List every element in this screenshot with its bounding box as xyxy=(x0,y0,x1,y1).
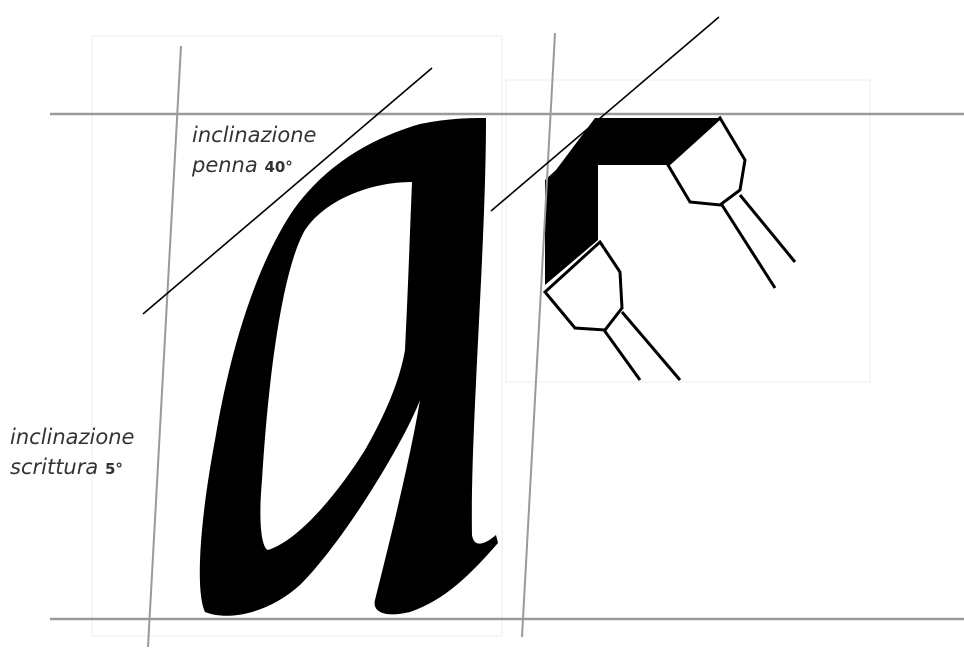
writing-angle-label-line1: inclinazione xyxy=(10,425,134,449)
pen-angle-label-line2: penna xyxy=(192,153,258,177)
slant-guide-left xyxy=(148,46,181,647)
pen-angle-value: 40° xyxy=(264,158,292,176)
letter-a-glyph xyxy=(200,118,498,616)
pen-stroke-detail xyxy=(545,118,795,380)
slant-guide-right xyxy=(522,33,555,637)
writing-angle-label: inclinazione scrittura 5° xyxy=(10,422,134,484)
writing-angle-value: 5° xyxy=(105,460,123,478)
pen-angle-label: inclinazione penna 40° xyxy=(192,120,316,182)
pen-angle-label-line1: inclinazione xyxy=(192,123,316,147)
writing-angle-label-line2: scrittura xyxy=(10,455,98,479)
